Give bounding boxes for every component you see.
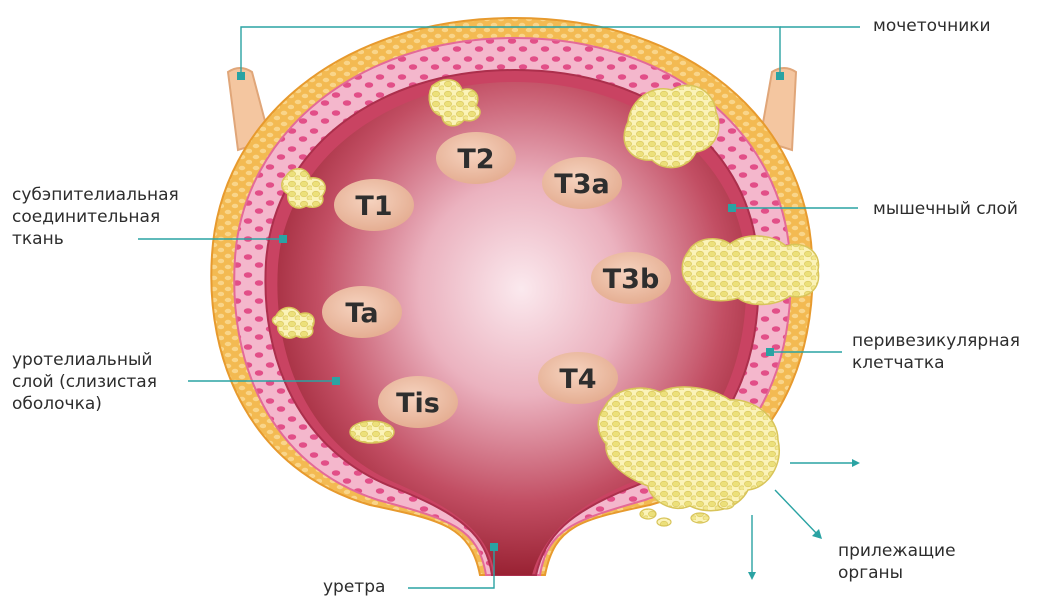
label-subepithelial-tissue: субэпителиальная соединительная ткань — [12, 184, 179, 250]
label-adjacent-organs: прилежащие органы — [838, 540, 956, 584]
label-muscle-layer: мышечный слой — [873, 198, 1018, 220]
stage-badge-tis: Tis — [378, 376, 458, 428]
marker-urethra — [490, 543, 498, 551]
label-ureters: мочеточники — [873, 15, 991, 37]
stage-label-t2: T2 — [457, 144, 494, 175]
stage-label-t1: T1 — [355, 191, 392, 222]
leader-adjacent-diag — [775, 490, 818, 535]
label-perivesical-fat: перивезикулярная клетчатка — [852, 330, 1020, 374]
stage-badge-t3a: T3a — [542, 157, 622, 209]
stage-badge-t4: T4 — [538, 352, 618, 404]
marker-muscle — [728, 204, 736, 212]
marker-urothelial — [332, 377, 340, 385]
stage-label-t4: T4 — [559, 364, 596, 395]
label-urothelial-layer: уротелиальный слой (слизистая оболочка) — [12, 349, 157, 415]
arrow-right — [852, 459, 860, 467]
tumor-t3b — [682, 236, 818, 305]
marker-right-ureter — [776, 72, 784, 80]
label-urethra: уретра — [323, 576, 385, 598]
stage-badge-t3b: T3b — [591, 252, 671, 304]
stage-label-t3b: T3b — [603, 264, 660, 295]
tumor-tis — [350, 421, 394, 443]
stage-badge-t2: T2 — [436, 132, 516, 184]
marker-left-ureter — [237, 72, 245, 80]
stage-badge-t1: T1 — [334, 179, 414, 231]
arrow-down — [748, 572, 756, 580]
stage-badge-ta: Ta — [322, 286, 402, 338]
marker-subepithelial — [279, 235, 287, 243]
stage-label-tis: Tis — [396, 388, 440, 419]
stage-label-ta: Ta — [345, 298, 378, 329]
stage-label-t3a: T3a — [554, 169, 609, 200]
marker-perivesical — [766, 348, 774, 356]
